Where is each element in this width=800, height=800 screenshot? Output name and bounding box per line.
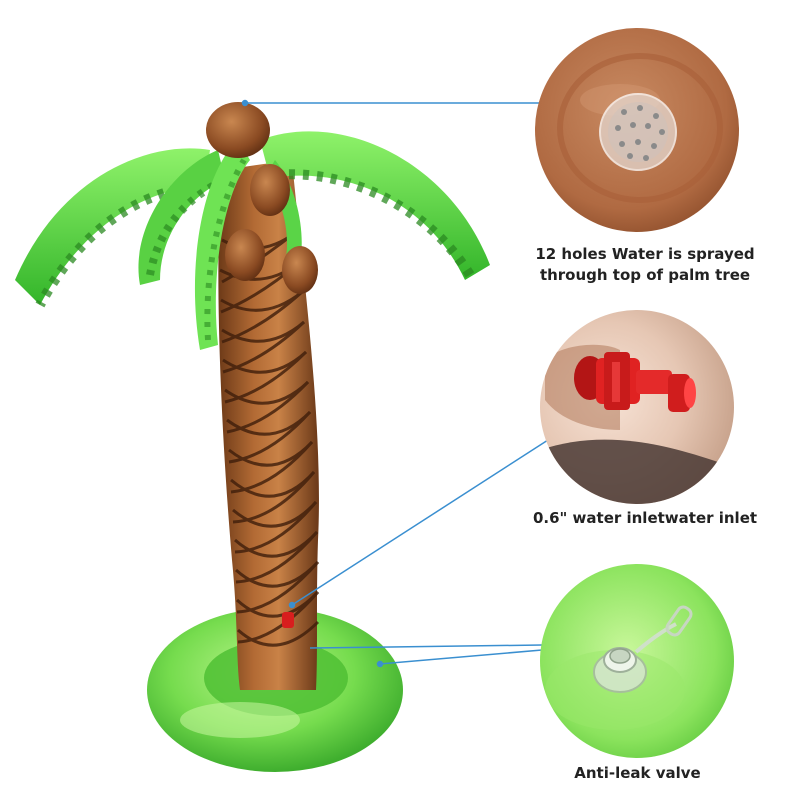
feature-caption-valve: Anti-leak valve [530, 763, 745, 784]
water-inlet-icon [540, 310, 734, 504]
caption-line: Anti-leak valve [574, 764, 701, 782]
valve-icon [540, 564, 734, 758]
feature-caption-sprinkler: 12 holes Water is sprayed through top of… [520, 244, 770, 286]
palm-leaves [15, 131, 490, 350]
sprinkler-top-icon [535, 28, 739, 232]
caption-line: 0.6" water inletwater inlet [532, 509, 758, 527]
callout-line-inlet [291, 439, 549, 606]
callout-line-valve-1 [309, 644, 543, 649]
trunk-inlet-marker [282, 612, 294, 628]
caption-line: through top of palm tree [539, 266, 751, 284]
callout-line-valve-2 [379, 649, 543, 665]
caption-line: 12 holes Water is sprayed [535, 245, 755, 263]
feature-caption-inlet: 0.6" water inletwater inlet [515, 508, 775, 529]
sprinkler-holes [615, 105, 665, 161]
callout-lines [241, 99, 549, 668]
coconuts [206, 102, 318, 294]
